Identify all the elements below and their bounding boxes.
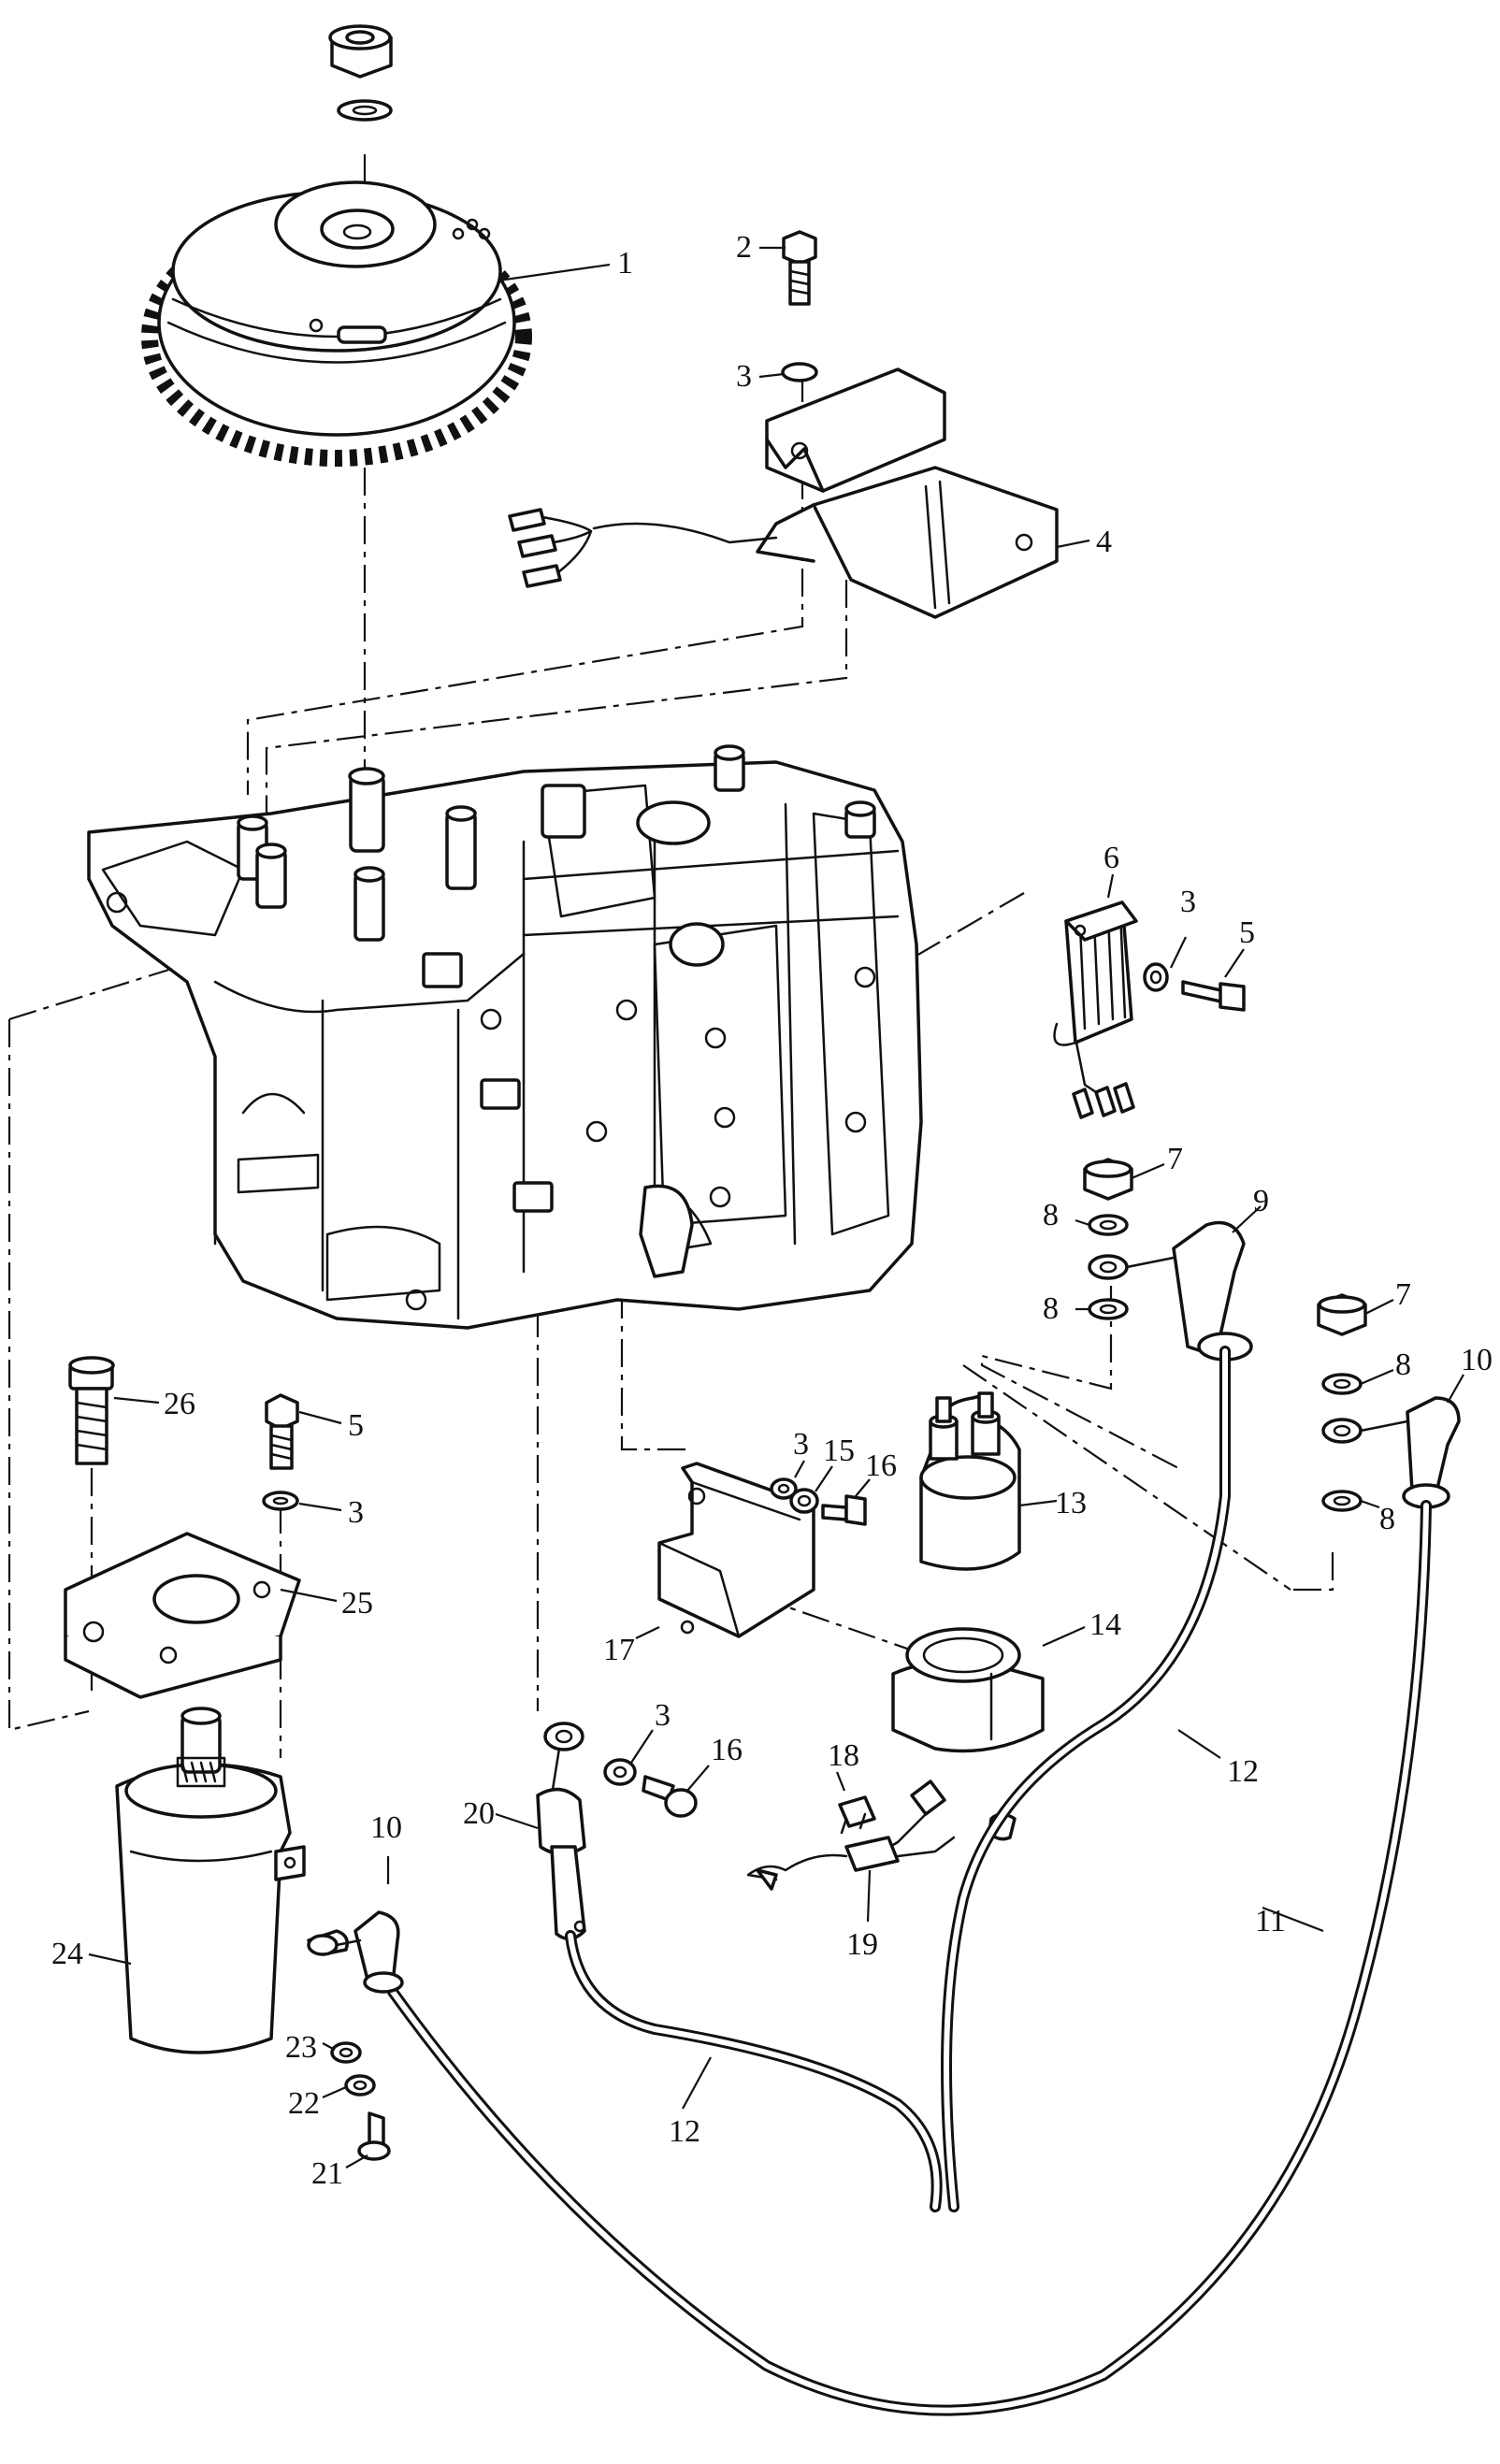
bolt-2 <box>782 230 817 266</box>
callout-19: 19 <box>846 1927 878 1962</box>
callout-labels: 1 2 3 4 6 3 5 7 8 9 8 7 8 10 8 26 5 3 25… <box>51 230 1493 2191</box>
callout-3-ground: 3 <box>655 1698 671 1733</box>
rectifier-assembly <box>1053 873 1246 1119</box>
callout-7-upper: 7 <box>1167 1142 1183 1176</box>
bolt-5b <box>265 1393 299 1431</box>
callout-16-ground: 16 <box>711 1733 743 1767</box>
bolt-16a <box>821 1504 848 1521</box>
flywheel-washer <box>337 99 393 122</box>
fuse-holder-assembly <box>746 1771 1017 1923</box>
ground-lead-assembly <box>495 1722 710 1940</box>
callout-7-lower: 7 <box>1395 1277 1411 1312</box>
alignment-lines <box>7 154 1334 1758</box>
starter-mount-parts <box>64 1356 391 2169</box>
callout-25: 25 <box>341 1586 373 1621</box>
lockwasher-15 <box>789 1488 819 1514</box>
callout-21: 21 <box>311 2156 343 2191</box>
washer-3 <box>781 362 818 382</box>
callout-8-upper-a: 8 <box>1043 1198 1059 1232</box>
callout-23: 23 <box>285 2030 317 2065</box>
callout-3-bracket: 3 <box>793 1427 809 1462</box>
callout-8-upper-b: 8 <box>1043 1291 1059 1326</box>
relay-assembly <box>635 1391 1086 1753</box>
callout-12-upper: 12 <box>1227 1754 1259 1789</box>
relay-bracket-17 <box>657 1462 815 1638</box>
callout-10-lower: 10 <box>370 1810 402 1845</box>
washer-22 <box>344 2074 376 2097</box>
washer-8b <box>1088 1298 1129 1320</box>
callout-2: 2 <box>736 230 752 265</box>
callout-15: 15 <box>823 1434 855 1468</box>
callout-10-upper: 10 <box>1461 1343 1493 1377</box>
callout-22: 22 <box>288 2086 320 2121</box>
callout-1: 1 <box>617 246 633 281</box>
callout-11: 11 <box>1255 1904 1286 1938</box>
callout-14: 14 <box>1089 1607 1121 1642</box>
washer-3-rect <box>1143 962 1169 992</box>
callout-24: 24 <box>51 1937 83 1971</box>
washer-8c <box>1321 1373 1363 1395</box>
washer-3d <box>770 1477 798 1500</box>
callout-26: 26 <box>164 1387 195 1421</box>
washer-3e <box>603 1758 637 1786</box>
callout-17: 17 <box>603 1633 635 1667</box>
callout-16-bracket: 16 <box>865 1448 897 1483</box>
washer-8a <box>1088 1214 1129 1236</box>
callout-3-starter: 3 <box>348 1495 364 1530</box>
callout-3-coil: 3 <box>736 359 752 394</box>
ring-terminal-20 <box>543 1722 584 1751</box>
washer-23 <box>330 2041 362 2064</box>
ignition-coil-lower <box>812 466 1059 619</box>
callout-8-lower-b: 8 <box>1379 1502 1395 1536</box>
terminal-boot-10a <box>1406 1396 1461 1498</box>
fuse-holder-19 <box>844 1836 900 1872</box>
callout-5-rectifier: 5 <box>1239 915 1255 950</box>
battery-cable-positive <box>1075 1158 1262 1362</box>
callout-4: 4 <box>1096 525 1112 559</box>
engine-block <box>87 744 923 1330</box>
callout-5-starter: 5 <box>348 1408 364 1443</box>
washer-3c <box>262 1491 299 1511</box>
ground-terminal-on-block <box>639 1184 694 1278</box>
callout-12-lower: 12 <box>669 2114 700 2149</box>
cables <box>335 1346 1432 2416</box>
washer-8d <box>1321 1490 1363 1512</box>
ignition-coil-upper <box>765 367 946 493</box>
callout-20: 20 <box>463 1796 495 1831</box>
callout-6: 6 <box>1103 841 1119 875</box>
callout-3-rectifier: 3 <box>1180 885 1196 919</box>
callout-8-lower-a: 8 <box>1395 1347 1411 1382</box>
battery-cable-negative-terminal <box>1317 1293 1464 1512</box>
terminal-boot-20 <box>536 1787 586 1856</box>
callout-18: 18 <box>828 1738 859 1773</box>
callout-13: 13 <box>1055 1486 1087 1520</box>
terminal-boot-10b <box>353 1910 400 1989</box>
ignition-coil-assembly <box>508 230 1090 619</box>
flywheel-assembly <box>141 24 611 467</box>
callout-9: 9 <box>1253 1184 1269 1218</box>
